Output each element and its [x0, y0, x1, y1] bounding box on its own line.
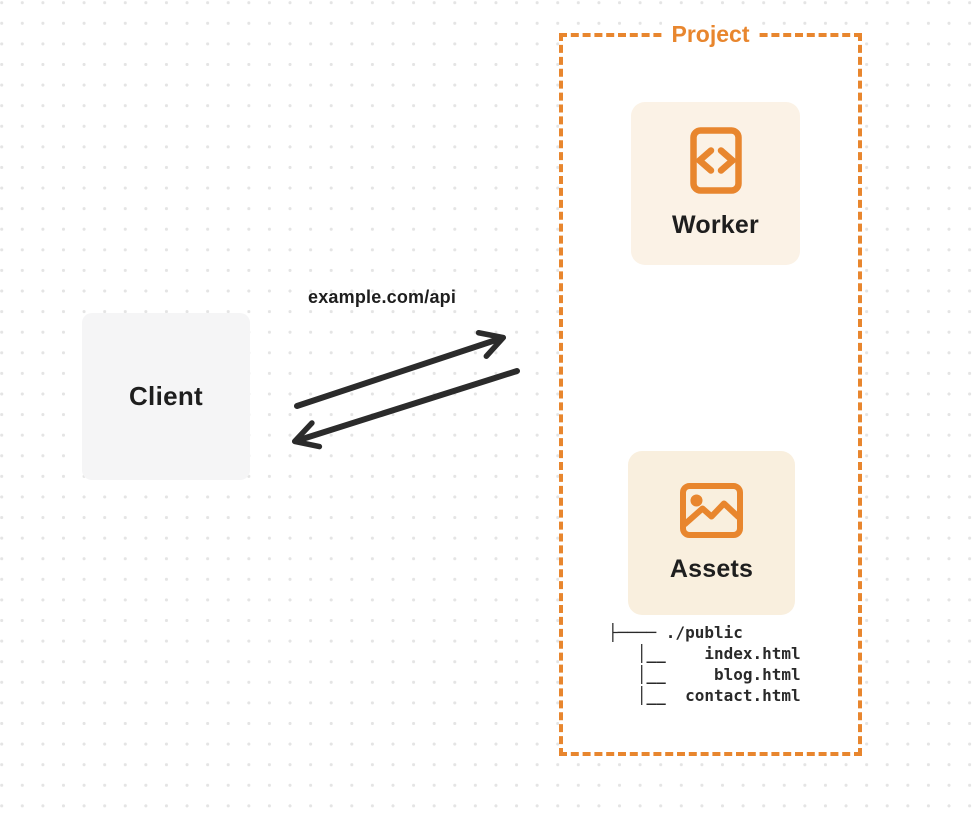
file-tree-line-contact: │__ contact.html: [608, 686, 801, 705]
code-icon: [689, 127, 742, 194]
file-tree: ├──── ./public │__ index.html │__ blog.h…: [608, 622, 801, 706]
file-tree-line-index: │__ index.html: [608, 644, 801, 663]
client-label: Client: [128, 381, 204, 411]
file-tree-line-public: ├──── ./public: [608, 623, 743, 642]
worker-node: Worker: [631, 102, 800, 265]
file-tree-line-blog: │__ blog.html: [608, 665, 801, 684]
image-icon: [680, 482, 743, 538]
project-label: Project: [661, 20, 760, 48]
assets-label: Assets: [669, 554, 754, 583]
request-arrow: [294, 329, 507, 409]
client-node: Client: [82, 313, 250, 480]
request-url-label: example.com/api: [308, 287, 457, 307]
response-arrow: [291, 368, 520, 450]
project-container: Project Worker Assets ├──── ./public │__…: [559, 20, 862, 756]
assets-node: Assets: [628, 451, 795, 615]
worker-label: Worker: [672, 211, 759, 239]
